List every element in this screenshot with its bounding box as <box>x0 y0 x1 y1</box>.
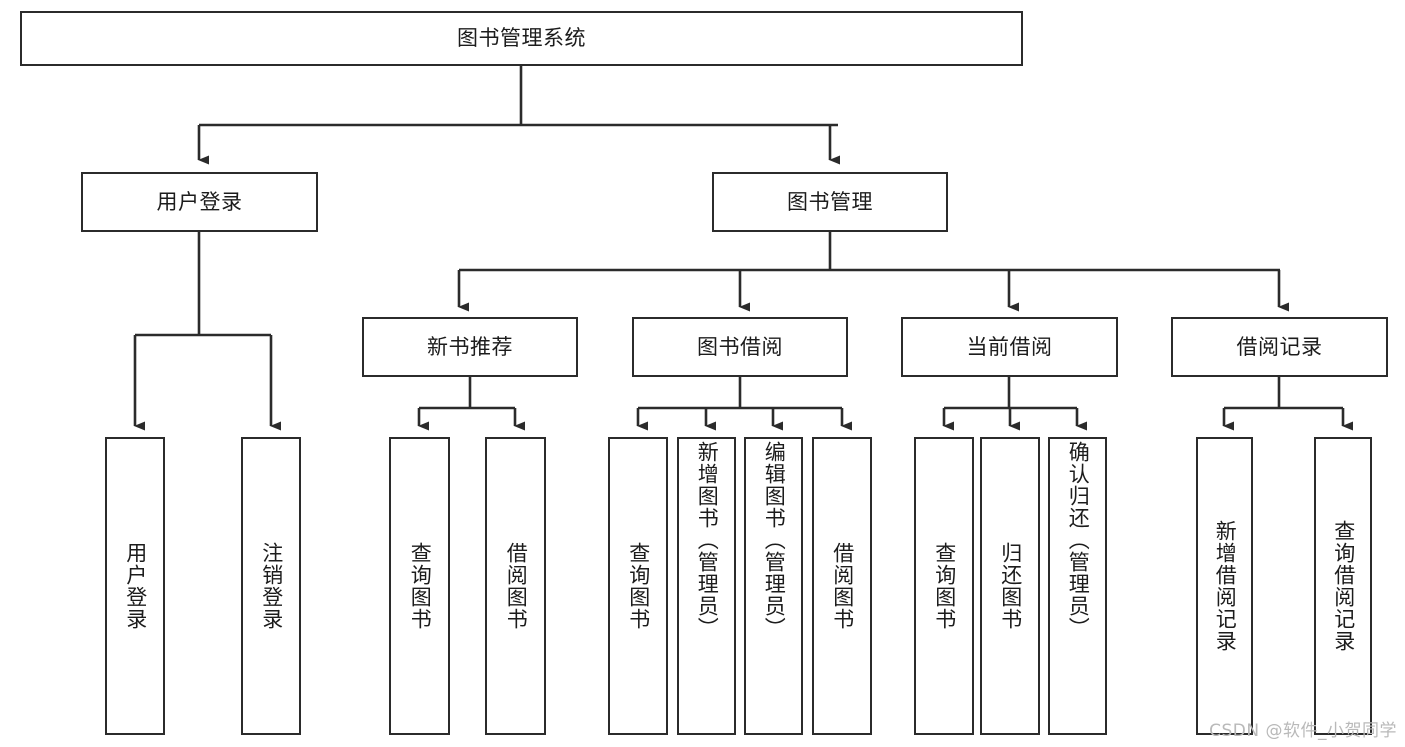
node-leaf-edit-book-label: 编辑图书（管理员） <box>762 441 787 639</box>
node-leaf-logout[interactable]: 注销登录 <box>241 437 301 735</box>
node-leaf-add-borrow-record[interactable]: 新增借阅记录 <box>1196 437 1253 735</box>
node-leaf-borrow-book-label: 借阅图书 <box>830 542 855 630</box>
node-user-login-label: 用户登录 <box>156 189 243 214</box>
node-book-management-label: 图书管理 <box>787 189 873 214</box>
node-leaf-query-book-recommend[interactable]: 查询图书 <box>389 437 450 735</box>
node-leaf-user-login[interactable]: 用户登录 <box>105 437 165 735</box>
node-leaf-query-book-current-label: 查询图书 <box>932 542 957 630</box>
node-leaf-return-book-label: 归还图书 <box>998 542 1023 630</box>
node-root-label: 图书管理系统 <box>457 26 586 51</box>
node-book-management[interactable]: 图书管理 <box>712 172 948 232</box>
node-leaf-borrow-book[interactable]: 借阅图书 <box>812 437 872 735</box>
node-leaf-confirm-return[interactable]: 确认归还（管理员） <box>1048 437 1107 735</box>
node-book-borrow-label: 图书借阅 <box>697 334 783 359</box>
node-leaf-add-book[interactable]: 新增图书（管理员） <box>677 437 736 735</box>
node-borrow-records-label: 借阅记录 <box>1236 334 1323 359</box>
node-root[interactable]: 图书管理系统 <box>20 11 1023 66</box>
node-leaf-user-login-label: 用户登录 <box>123 542 148 630</box>
node-leaf-query-book-current[interactable]: 查询图书 <box>914 437 974 735</box>
node-current-borrow[interactable]: 当前借阅 <box>901 317 1118 377</box>
node-new-book-recommend[interactable]: 新书推荐 <box>362 317 578 377</box>
node-leaf-query-borrow-record-label: 查询借阅记录 <box>1331 520 1356 652</box>
node-leaf-query-borrow-record[interactable]: 查询借阅记录 <box>1314 437 1372 735</box>
node-leaf-add-borrow-record-label: 新增借阅记录 <box>1213 520 1238 652</box>
node-book-borrow[interactable]: 图书借阅 <box>632 317 848 377</box>
node-leaf-return-book[interactable]: 归还图书 <box>980 437 1040 735</box>
node-leaf-borrow-book-recommend[interactable]: 借阅图书 <box>485 437 546 735</box>
node-leaf-query-book-borrow[interactable]: 查询图书 <box>608 437 668 735</box>
node-leaf-add-book-label: 新增图书（管理员） <box>695 441 720 639</box>
node-borrow-records[interactable]: 借阅记录 <box>1171 317 1388 377</box>
node-leaf-confirm-return-label: 确认归还（管理员） <box>1066 441 1091 639</box>
node-user-login[interactable]: 用户登录 <box>81 172 318 232</box>
node-leaf-edit-book[interactable]: 编辑图书（管理员） <box>744 437 803 735</box>
node-leaf-query-book-recommend-label: 查询图书 <box>408 542 433 630</box>
node-leaf-logout-label: 注销登录 <box>259 542 284 630</box>
node-leaf-query-book-borrow-label: 查询图书 <box>626 542 651 630</box>
node-current-borrow-label: 当前借阅 <box>966 334 1053 359</box>
node-new-book-recommend-label: 新书推荐 <box>427 334 513 359</box>
node-leaf-borrow-book-recommend-label: 借阅图书 <box>504 542 529 630</box>
